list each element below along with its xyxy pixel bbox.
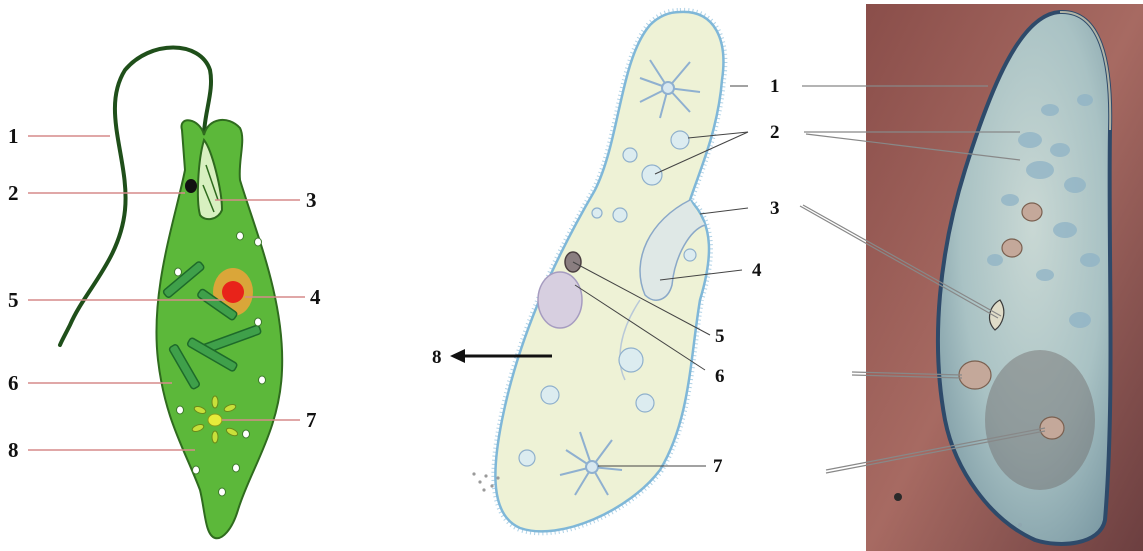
euglena-label-5: 5 — [8, 288, 19, 312]
paramecium-label-1: 1 — [770, 76, 780, 97]
paramecium-micrograph — [800, 4, 1143, 551]
paramecium-label-2: 2 — [770, 122, 780, 143]
paramecium-label-8: 8 — [432, 347, 442, 368]
paramecium-label-4: 4 — [752, 260, 762, 281]
euglena-label-3: 3 — [306, 188, 317, 212]
paramecium-label-7: 7 — [713, 456, 723, 477]
euglena-label-6: 6 — [8, 371, 19, 395]
paramecium-label-5: 5 — [715, 326, 725, 347]
micrograph-cytoplasm-dark — [985, 350, 1095, 490]
euglena-nucleus — [222, 281, 244, 303]
euglena-label-2: 2 — [8, 181, 19, 205]
paramecium-arrow-head — [450, 349, 465, 363]
euglena-label-7: 7 — [306, 408, 317, 432]
euglena-diagram: 1 2 3 4 5 6 7 8 — [8, 48, 321, 539]
paramecium-diagram: 1 2 3 4 5 6 7 8 — [432, 12, 780, 531]
euglena-label-4: 4 — [310, 285, 321, 309]
euglena-label-1: 1 — [8, 124, 19, 148]
paramecium-label-6: 6 — [715, 366, 725, 387]
paramecium-macronucleus — [538, 272, 582, 328]
euglena-label-8: 8 — [8, 438, 19, 462]
paramecium-label-3: 3 — [770, 198, 780, 219]
euglena-eyespot — [185, 179, 197, 193]
